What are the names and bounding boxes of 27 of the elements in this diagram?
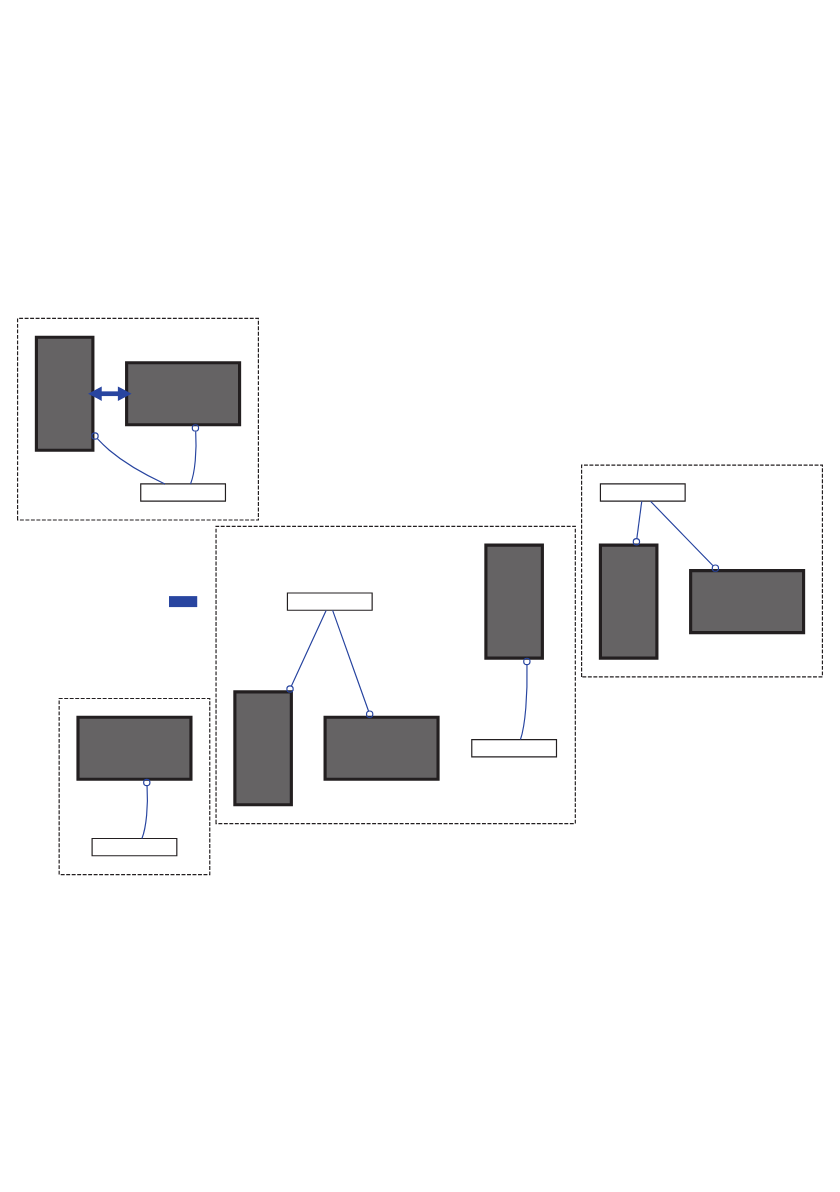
node-box — [689, 568, 806, 634]
connector — [650, 500, 720, 572]
cluster — [58, 697, 211, 875]
node-box — [484, 543, 544, 660]
node-box — [598, 543, 659, 660]
connector — [519, 657, 531, 740]
connector — [332, 609, 374, 718]
node-box — [76, 715, 193, 781]
node-box — [286, 591, 373, 611]
cluster — [581, 464, 823, 677]
cluster — [215, 525, 576, 824]
node-box — [140, 482, 227, 502]
connector — [141, 778, 151, 839]
connector — [632, 500, 643, 545]
node-box — [34, 335, 95, 452]
arrow — [88, 386, 132, 401]
connector — [189, 423, 200, 484]
node-box — [323, 715, 440, 781]
node-box — [125, 360, 242, 426]
node-box — [91, 837, 178, 856]
connector — [286, 609, 327, 693]
node-box — [599, 482, 686, 502]
connector — [91, 431, 166, 484]
node-box — [233, 689, 293, 806]
cluster — [17, 317, 259, 521]
node-box — [471, 738, 558, 757]
node-box — [169, 595, 198, 607]
